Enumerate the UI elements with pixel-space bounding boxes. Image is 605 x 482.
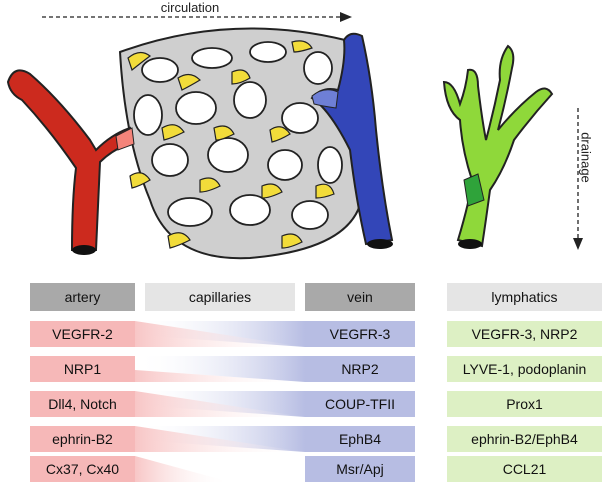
artery-marker: ephrin-B2 [30,426,135,452]
lymphatic-marker: Prox1 [447,391,602,417]
artery-marker: NRP1 [30,356,135,382]
header-capillaries: capillaries [145,283,295,311]
vein-marker: EphB4 [305,426,415,452]
lymphatic-illustration [442,44,554,249]
circulation-arrow [42,12,352,22]
capillary-network [118,27,365,260]
drainage-label: drainage [578,132,594,183]
header-artery: artery [30,283,135,311]
artery-marker: Cx37, Cx40 [30,456,135,482]
vein-marker: NRP2 [305,356,415,382]
artery-illustration [6,69,135,255]
artery-marker: Dll4, Notch [30,391,135,417]
vein-marker: COUP-TFII [305,391,415,417]
vein-illustration [310,32,394,249]
lymphatic-marker: ephrin-B2/EphB4 [447,426,602,452]
artery-marker: VEGFR-2 [30,321,135,347]
lymphatic-marker: LYVE-1, podoplanin [447,356,602,382]
header-lymphatics: lymphatics [447,283,602,311]
drainage-arrow [573,108,583,250]
vein-marker: VEGFR-3 [305,321,415,347]
vein-marker: Msr/Apj [305,456,415,482]
circulation-label: circulation [160,0,220,15]
header-vein: vein [305,283,415,311]
lymphatic-marker: CCL21 [447,456,602,482]
lymphatic-marker: VEGFR-3, NRP2 [447,321,602,347]
gradient-connectors [135,321,305,482]
